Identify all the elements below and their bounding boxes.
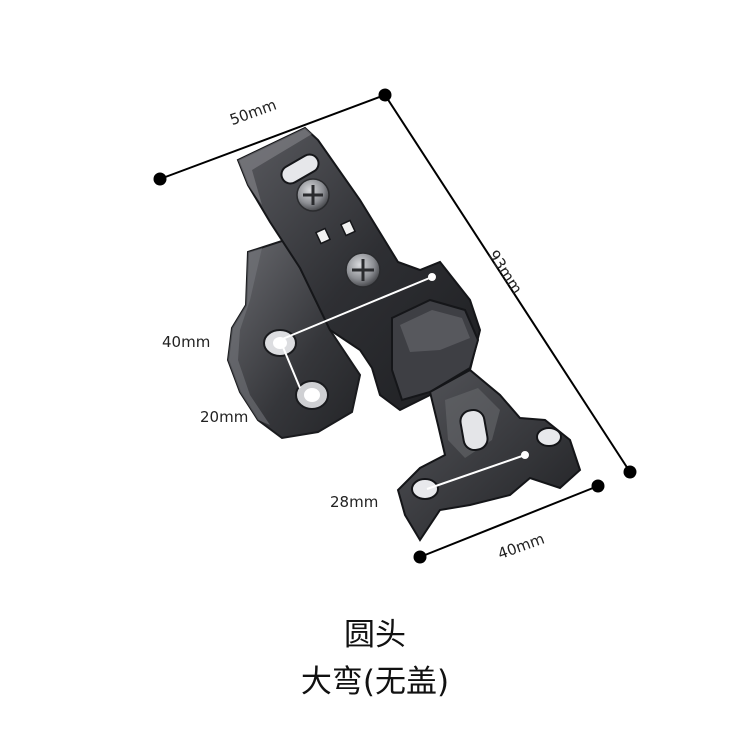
product-caption-style: 圆头 xyxy=(344,617,406,653)
hole-spacing-lines xyxy=(279,273,529,490)
hinge-cup-plate xyxy=(226,238,362,440)
mount-hole xyxy=(536,427,562,447)
dim-label-plate-hole-spacing: 28mm xyxy=(330,493,379,511)
dimension-lines xyxy=(153,88,637,564)
dimension-plate-width xyxy=(413,479,605,564)
adjustment-screw xyxy=(296,178,330,212)
dim-label-cup-hole-spacing: 40mm xyxy=(162,333,211,351)
adjustment-screw xyxy=(345,252,381,288)
dim-label-cup-hole-offset: 20mm xyxy=(200,408,249,426)
product-caption-type: 大弯(无盖) xyxy=(300,664,450,700)
hinge-mounting-plate xyxy=(396,368,582,542)
dimension-length-diagonal xyxy=(384,94,637,479)
mount-hole xyxy=(411,478,439,500)
